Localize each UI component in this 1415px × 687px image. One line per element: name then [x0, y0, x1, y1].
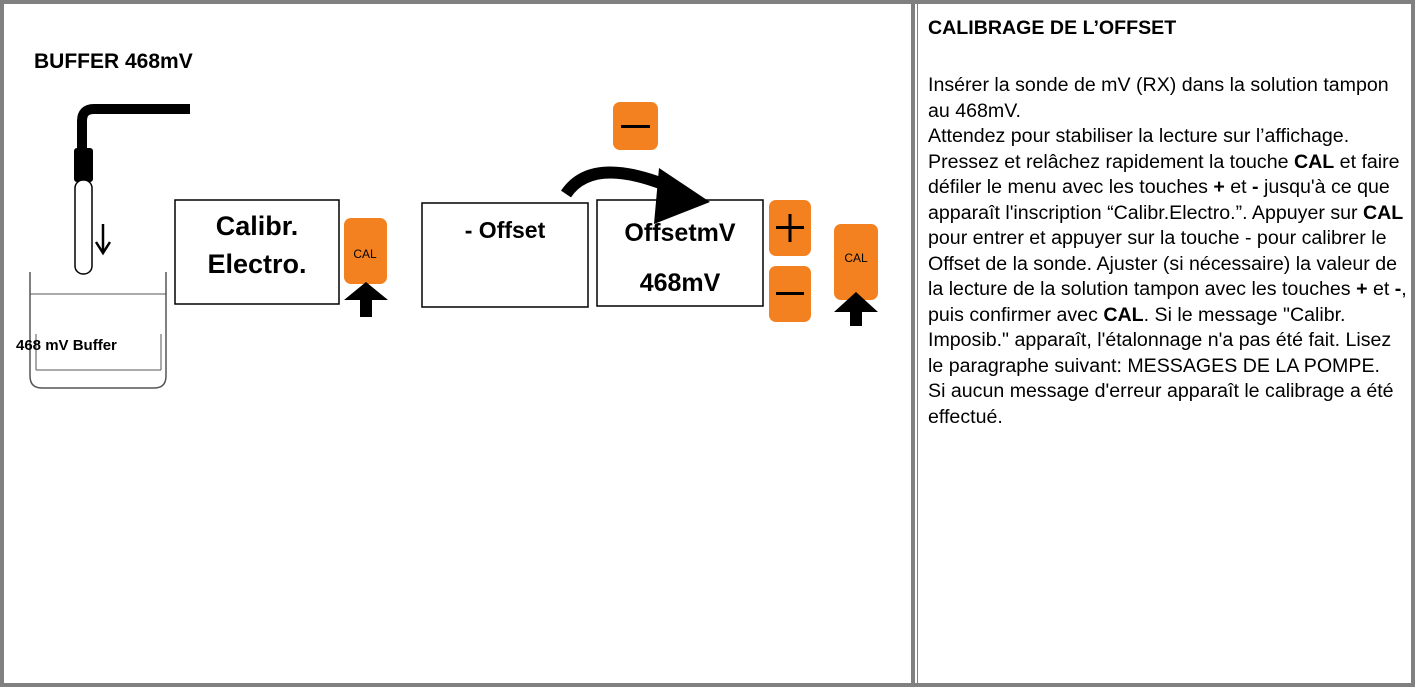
probe-head — [74, 148, 93, 182]
diagram-panel: BUFFER 468mV CAL — [4, 4, 911, 683]
up-arrow-icon-1 — [344, 282, 388, 317]
calibr-line1: Calibr. — [215, 211, 299, 241]
display-box-calibr — [174, 199, 340, 305]
cal-key-2[interactable] — [834, 224, 878, 300]
instructions-panel: CALIBRAGE DE L’OFFSET Insérer la sonde d… — [928, 16, 1408, 430]
down-arrow-icon — [94, 224, 112, 256]
display-box-offset — [421, 202, 589, 308]
curved-arrow-icon — [561, 166, 710, 224]
instructions-paragraph-2: Attendez pour stabiliser la lecture sur … — [928, 125, 1407, 377]
offset-label: - Offset — [464, 217, 546, 243]
instructions-title: CALIBRAGE DE L’OFFSET — [928, 17, 1177, 39]
column-divider-inner — [917, 4, 918, 683]
minus-icon — [776, 292, 804, 295]
cal-key-1[interactable] — [344, 218, 387, 284]
buffer-title: BUFFER 468mV — [34, 50, 193, 73]
up-arrow-icon-2 — [834, 292, 878, 326]
column-divider — [911, 0, 915, 687]
beaker-label: 468 mV Buffer — [16, 337, 117, 354]
plus-icon — [776, 214, 804, 242]
minus-icon — [621, 125, 650, 128]
cal-key-2-label: CAL — [844, 251, 868, 265]
probe-tube — [74, 179, 93, 275]
probe-cable — [77, 104, 190, 154]
calibration-diagram: CAL CAL — [29, 102, 878, 389]
calibr-line2: Electro. — [207, 249, 307, 279]
display-box-offsetmv — [596, 199, 764, 307]
instructions-paragraph-3: Si aucun message d'erreur apparaît le ca… — [928, 380, 1394, 428]
offsetmv-line1: OffsetmV — [624, 219, 736, 247]
cal-key-1-label: CAL — [353, 247, 377, 261]
offsetmv-line2: 468mV — [639, 269, 721, 297]
beaker-icon — [29, 272, 167, 389]
instructions-paragraph-1: Insérer la sonde de mV (RX) dans la solu… — [928, 74, 1389, 122]
